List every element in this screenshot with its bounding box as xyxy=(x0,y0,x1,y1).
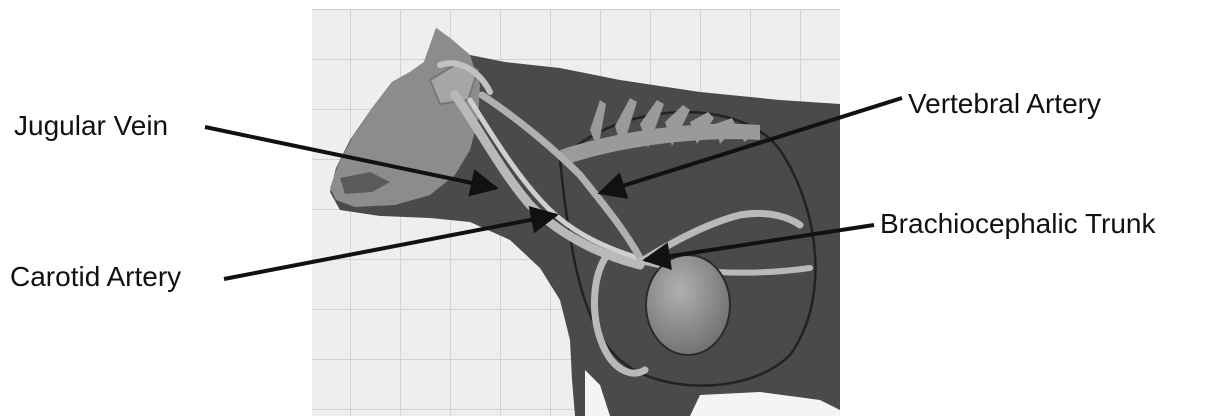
label-jugular-vein: Jugular Vein xyxy=(14,112,168,140)
heart xyxy=(646,255,730,355)
label-brachiocephalic-trunk: Brachiocephalic Trunk xyxy=(880,210,1155,238)
label-carotid-artery: Carotid Artery xyxy=(10,263,181,291)
label-vertebral-artery: Vertebral Artery xyxy=(908,90,1101,118)
